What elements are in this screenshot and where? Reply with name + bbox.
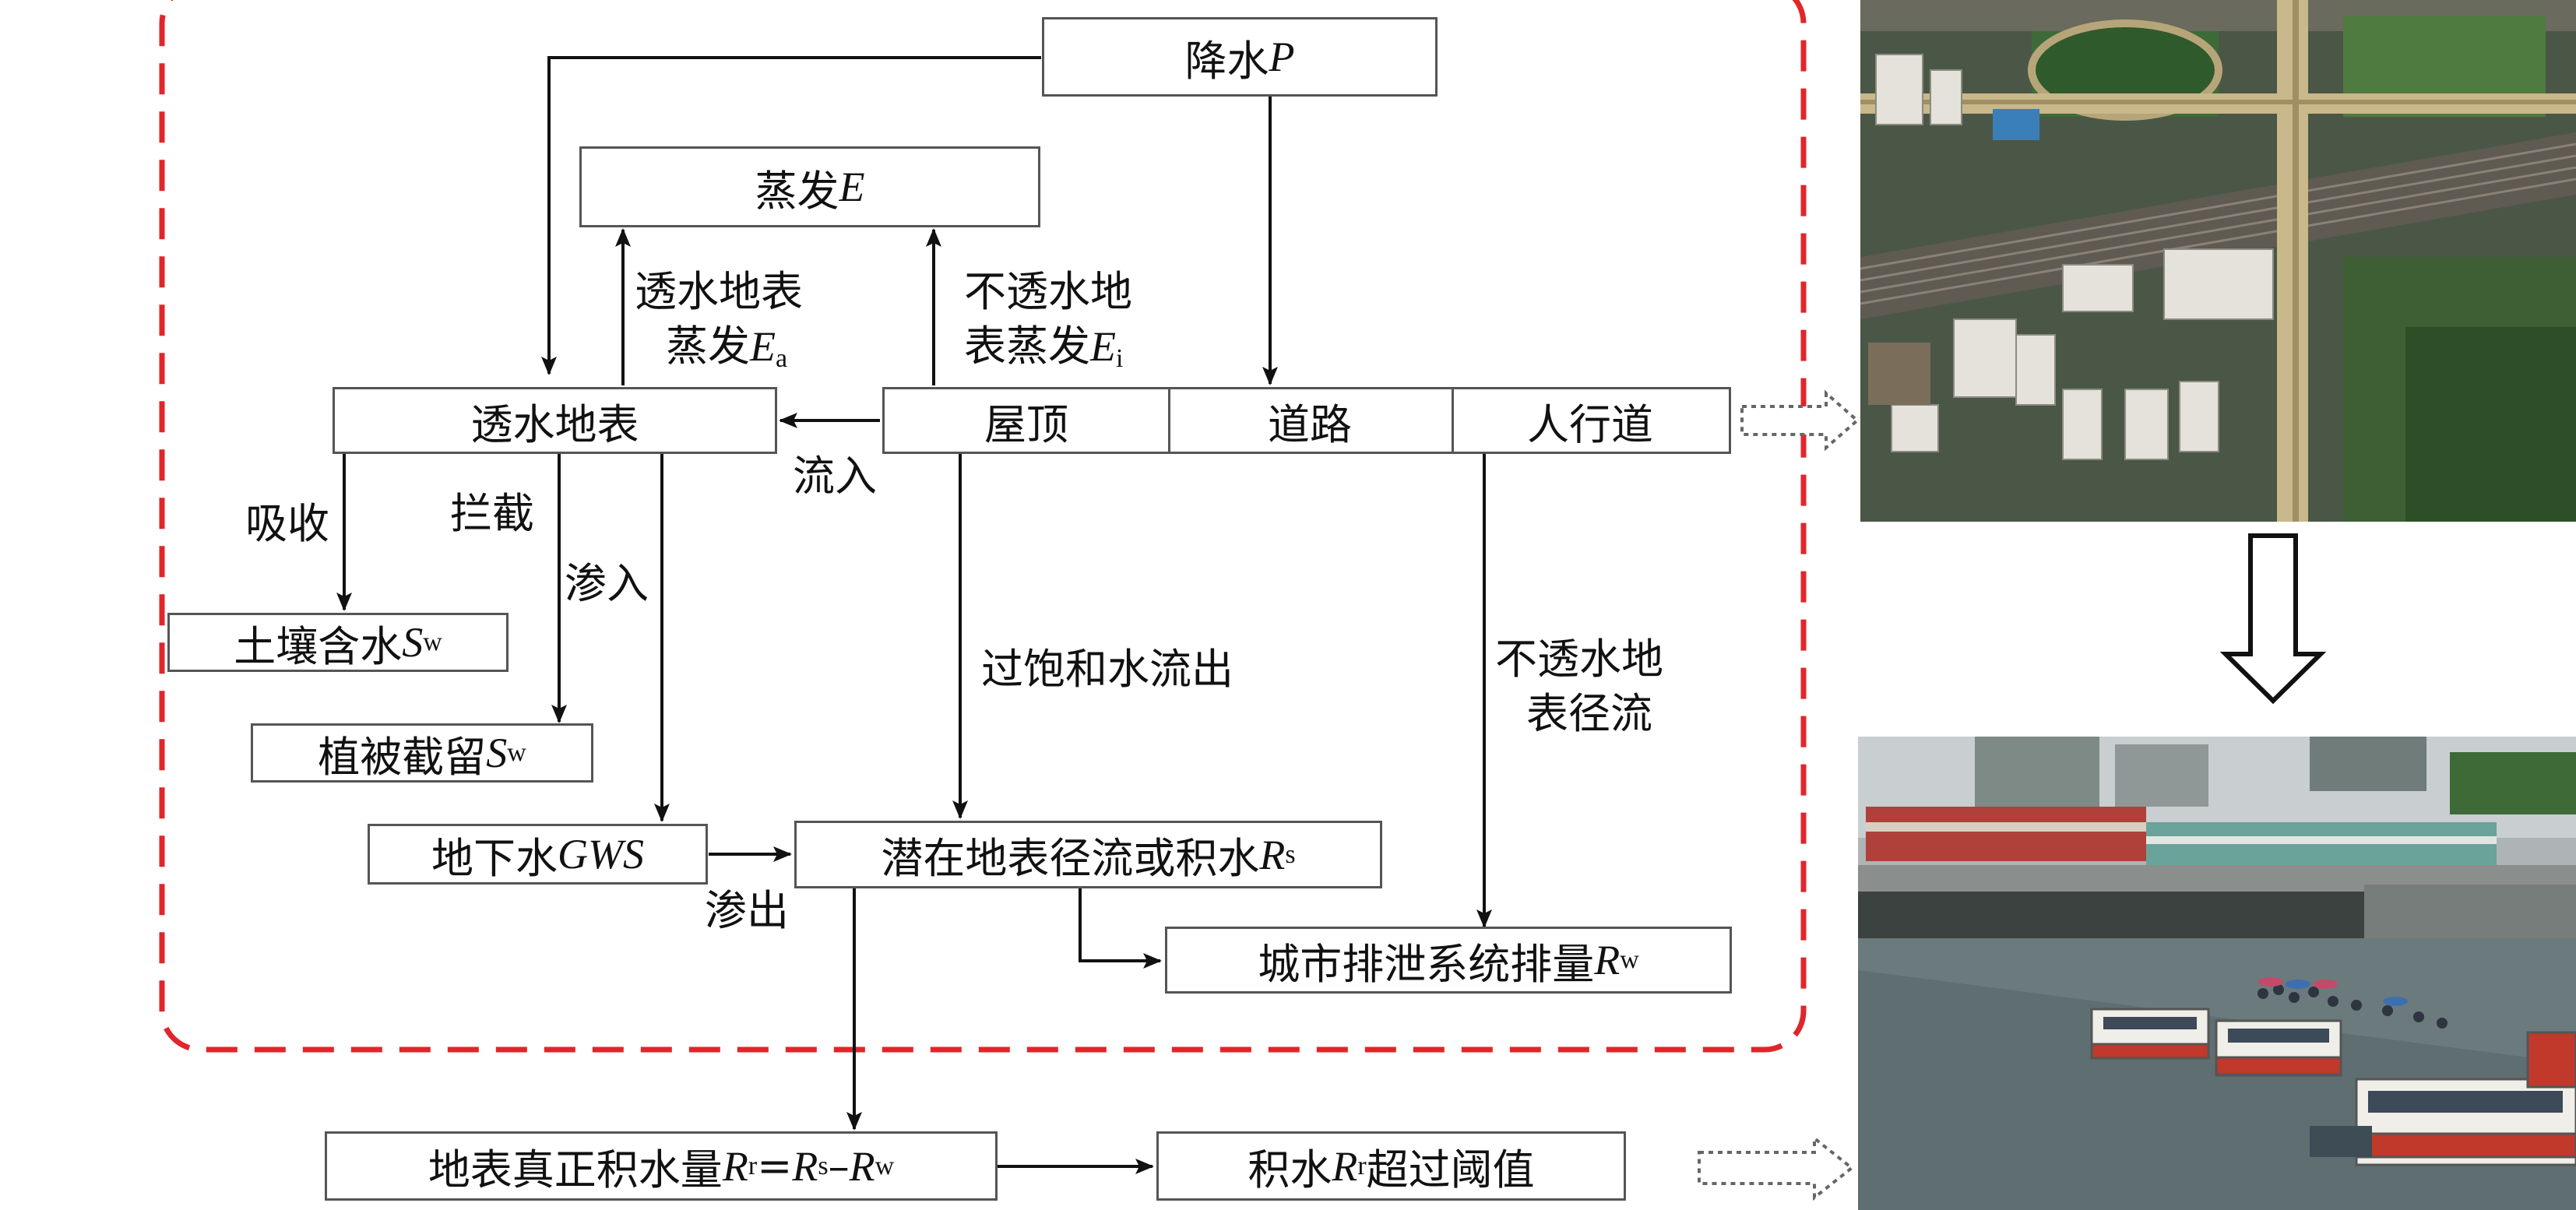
potential-sub: s [1285,839,1296,869]
gw-text: 地下水 [431,833,558,883]
evap-var: E [839,164,865,210]
flooded-underpass-photo [1858,737,2576,1210]
imperm-runoff-line2: 表径流 [1526,689,1652,738]
seep-out-label: 渗出 [705,886,789,935]
saturation-label: 过饱和水流出 [981,645,1233,694]
impervious-surfaces-box: 屋顶 道路 人行道 [882,387,1731,454]
real-sub1: r [748,1151,758,1180]
real-sub3: w [875,1151,895,1180]
perm-evap-sub: a [776,344,788,373]
soil-sub: w [423,628,442,656]
real-eq: = [757,1141,793,1191]
imperm-evap-sub: i [1116,344,1124,373]
sidewalk-segment: 人行道 [1452,389,1729,452]
road-text: 道路 [1268,399,1352,449]
exceed-text1: 积水 [1248,1145,1332,1194]
road-segment: 道路 [1168,389,1454,452]
soil-var: S [402,619,424,666]
aerial-city-photo [1860,0,2576,522]
drain-sub: w [1620,945,1639,974]
imperm-evap-line2: 表蒸发 [964,322,1090,371]
real-text: 地表真正积水量 [428,1145,723,1194]
potential-var: R [1259,831,1286,878]
permeable-text: 透水地表 [470,399,639,449]
hollow-arrow-top [1740,389,1860,452]
soil-text: 土壤含水 [234,621,403,671]
imperm-runoff-label: 不透水地 表径流 [1495,632,1663,741]
roof-text: 屋顶 [984,399,1068,449]
arrow-to-drain [1079,888,1162,969]
potential-text: 潜在地表径流或积水 [881,834,1260,883]
inflow-label: 流入 [793,452,877,501]
infiltrate-label: 渗入 [565,559,649,608]
urban-surface-boundary [159,0,1807,1053]
perm-evap-var: E [750,323,776,370]
exceed-var: R [1332,1142,1358,1190]
precip-var: P [1269,33,1295,80]
exceed-sub: r [1357,1151,1367,1180]
perm-evap-line1: 透水地表 [635,267,803,316]
sidewalk-text: 人行道 [1527,399,1653,449]
permeable-surface-box: 透水地表 [333,387,777,454]
exceed-text2: 超过阈值 [1366,1145,1535,1194]
veg-text: 植被截留 [318,732,487,782]
drain-text: 城市排泄系统排量 [1258,939,1595,989]
perm-evap-label: 透水地表 蒸发Ea [635,265,803,386]
drain-var: R [1594,937,1621,983]
intercept-label: 拦截 [450,489,534,538]
arrow-precip-to-permeable [541,56,1041,375]
evap-text: 蒸发 [755,166,839,216]
real-sub2: s [818,1151,829,1180]
flood-image-drawing [1858,737,2576,1210]
perm-evap-line2: 蒸发 [666,322,750,371]
hollow-arrow-bottom [1698,1134,1855,1201]
real-var2: R [792,1142,818,1190]
veg-sub: w [507,738,526,767]
imperm-evap-label: 不透水地 表蒸发Ei [964,265,1132,386]
precip-text: 降水 [1184,36,1269,86]
gw-var: GWS [558,831,644,878]
absorb-label: 吸收 [245,499,329,548]
roof-segment: 屋顶 [885,389,1170,452]
imperm-runoff-line1: 不透水地 [1495,635,1663,684]
aerial-image-drawing [1860,0,2576,522]
down-arrow [2219,533,2327,705]
real-var3: R [849,1142,875,1190]
real-var1: R [722,1142,748,1190]
imperm-evap-line1: 不透水地 [964,267,1132,316]
imperm-evap-var: E [1090,323,1116,370]
veg-var: S [486,730,508,776]
real-minus: – [828,1141,850,1191]
